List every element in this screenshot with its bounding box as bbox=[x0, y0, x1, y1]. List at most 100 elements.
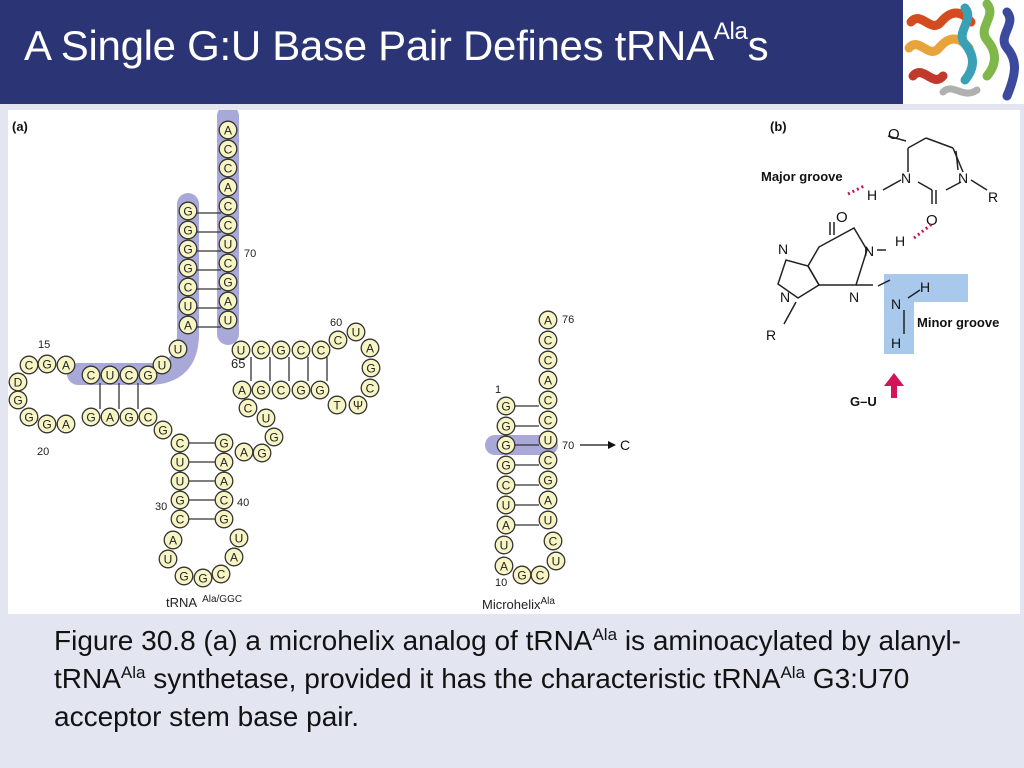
gu-label: G–U bbox=[850, 394, 877, 409]
nucleotide bbox=[119, 365, 139, 385]
nucleotide bbox=[360, 338, 380, 358]
nucleotide bbox=[214, 433, 234, 453]
svg-text:H: H bbox=[895, 233, 905, 249]
nucleotide bbox=[538, 490, 558, 510]
nucleotide bbox=[496, 416, 516, 436]
number-1: 1 bbox=[495, 384, 501, 396]
nucleotide-letter: U bbox=[158, 359, 167, 373]
nucleotide bbox=[153, 420, 173, 440]
nucleotide-letter: C bbox=[176, 513, 185, 527]
nucleotide bbox=[81, 365, 101, 385]
nucleotide-letter: G bbox=[198, 572, 207, 586]
nucleotide bbox=[138, 407, 158, 427]
nucleotide-letter: A bbox=[220, 475, 228, 489]
nucleotide bbox=[252, 443, 272, 463]
nucleotide bbox=[218, 253, 238, 273]
nucleotide-letter: C bbox=[87, 369, 96, 383]
nucleotide bbox=[37, 414, 57, 434]
nucleotide bbox=[251, 340, 271, 360]
number-40: 40 bbox=[237, 497, 249, 509]
nucleotide-letter: G bbox=[86, 411, 95, 425]
nucleotide bbox=[328, 330, 348, 350]
nucleotide-letter: G bbox=[183, 262, 192, 276]
nucleotide bbox=[238, 398, 258, 418]
nucleotide bbox=[56, 355, 76, 375]
nucleotide-letter: C bbox=[544, 354, 553, 368]
nucleotide bbox=[346, 322, 366, 342]
nucleotide-letter: C bbox=[536, 569, 545, 583]
nucleotide bbox=[8, 390, 28, 410]
nucleotide bbox=[211, 564, 231, 584]
nucleotide-letter: C bbox=[366, 382, 375, 396]
number-20: 20 bbox=[37, 446, 49, 458]
nucleotide-letter: C bbox=[544, 414, 553, 428]
nucleotide bbox=[19, 407, 39, 427]
nucleotide-letter: C bbox=[549, 535, 558, 549]
nucleotide-letter: G bbox=[501, 459, 510, 473]
nucleotide-letter: U bbox=[502, 499, 511, 513]
nucleotide bbox=[214, 490, 234, 510]
nucleotide-letter: C bbox=[125, 369, 134, 383]
nucleotide bbox=[170, 471, 190, 491]
nucleotide-letter: U bbox=[224, 238, 233, 252]
nucleotide bbox=[538, 470, 558, 490]
nucleotide-letter: U bbox=[174, 343, 183, 357]
svg-text:H: H bbox=[867, 187, 877, 203]
nucleotide-letter: G bbox=[175, 494, 184, 508]
nucleotide-letter: G bbox=[42, 358, 51, 372]
nucleotide bbox=[538, 430, 558, 450]
nucleotide-letter: A bbox=[544, 314, 552, 328]
nucleotide bbox=[178, 239, 198, 259]
svg-text:N: N bbox=[901, 170, 911, 186]
nucleotide bbox=[494, 535, 514, 555]
mutation-label: C bbox=[620, 437, 630, 453]
nucleotide-letter: C bbox=[224, 200, 233, 214]
nucleotide bbox=[218, 215, 238, 235]
nucleotide-letter: C bbox=[544, 454, 553, 468]
number-65: 65 bbox=[231, 356, 245, 371]
nucleotide-letter: A bbox=[220, 456, 228, 470]
nucleotide bbox=[214, 452, 234, 472]
microhelix-caption: MicrohelixAla bbox=[482, 596, 555, 612]
protein-structure-thumbnail bbox=[903, 0, 1024, 104]
nucleotide bbox=[311, 340, 331, 360]
nucleotide-letter: A bbox=[106, 411, 114, 425]
nucleotide bbox=[81, 407, 101, 427]
nucleotide bbox=[496, 515, 516, 535]
nucleotide-letter: U bbox=[106, 369, 115, 383]
nucleotide-letter: G bbox=[219, 513, 228, 527]
nucleotide bbox=[100, 365, 120, 385]
svg-text:R: R bbox=[988, 189, 998, 205]
nucleotide bbox=[168, 339, 188, 359]
slide-title: A Single G:U Base Pair Defines tRNAAlas bbox=[24, 18, 769, 69]
nucleotide-letter: G bbox=[366, 362, 375, 376]
nucleotide-letter: G bbox=[183, 243, 192, 257]
nucleotide bbox=[538, 390, 558, 410]
nucleotide bbox=[119, 407, 139, 427]
nucleotide bbox=[310, 380, 330, 400]
hydrogen-bond-2 bbox=[913, 222, 933, 240]
number-10: 10 bbox=[495, 577, 507, 589]
nucleotide bbox=[218, 158, 238, 178]
nucleotide-letter: A bbox=[544, 494, 552, 508]
nucleotide bbox=[19, 355, 39, 375]
nucleotide-letter: A bbox=[224, 124, 232, 138]
number-60: 60 bbox=[330, 317, 342, 329]
title-bar: A Single G:U Base Pair Defines tRNAAlas bbox=[0, 0, 1024, 104]
nucleotide bbox=[538, 350, 558, 370]
nucleotide bbox=[170, 452, 190, 472]
nucleotide-letter: U bbox=[164, 553, 173, 567]
nucleotide-letter: U bbox=[352, 326, 361, 340]
nucleotide bbox=[224, 547, 244, 567]
svg-text:N: N bbox=[891, 296, 901, 312]
nucleotide bbox=[178, 201, 198, 221]
minor-groove-label: Minor groove bbox=[917, 315, 999, 330]
nucleotide-letter: G bbox=[269, 431, 278, 445]
trna-pairing-lines bbox=[99, 212, 328, 520]
nucleotide bbox=[360, 378, 380, 398]
nucleotide bbox=[271, 380, 291, 400]
number-15: 15 bbox=[38, 339, 50, 351]
nucleotide bbox=[170, 509, 190, 529]
nucleotide bbox=[218, 196, 238, 216]
